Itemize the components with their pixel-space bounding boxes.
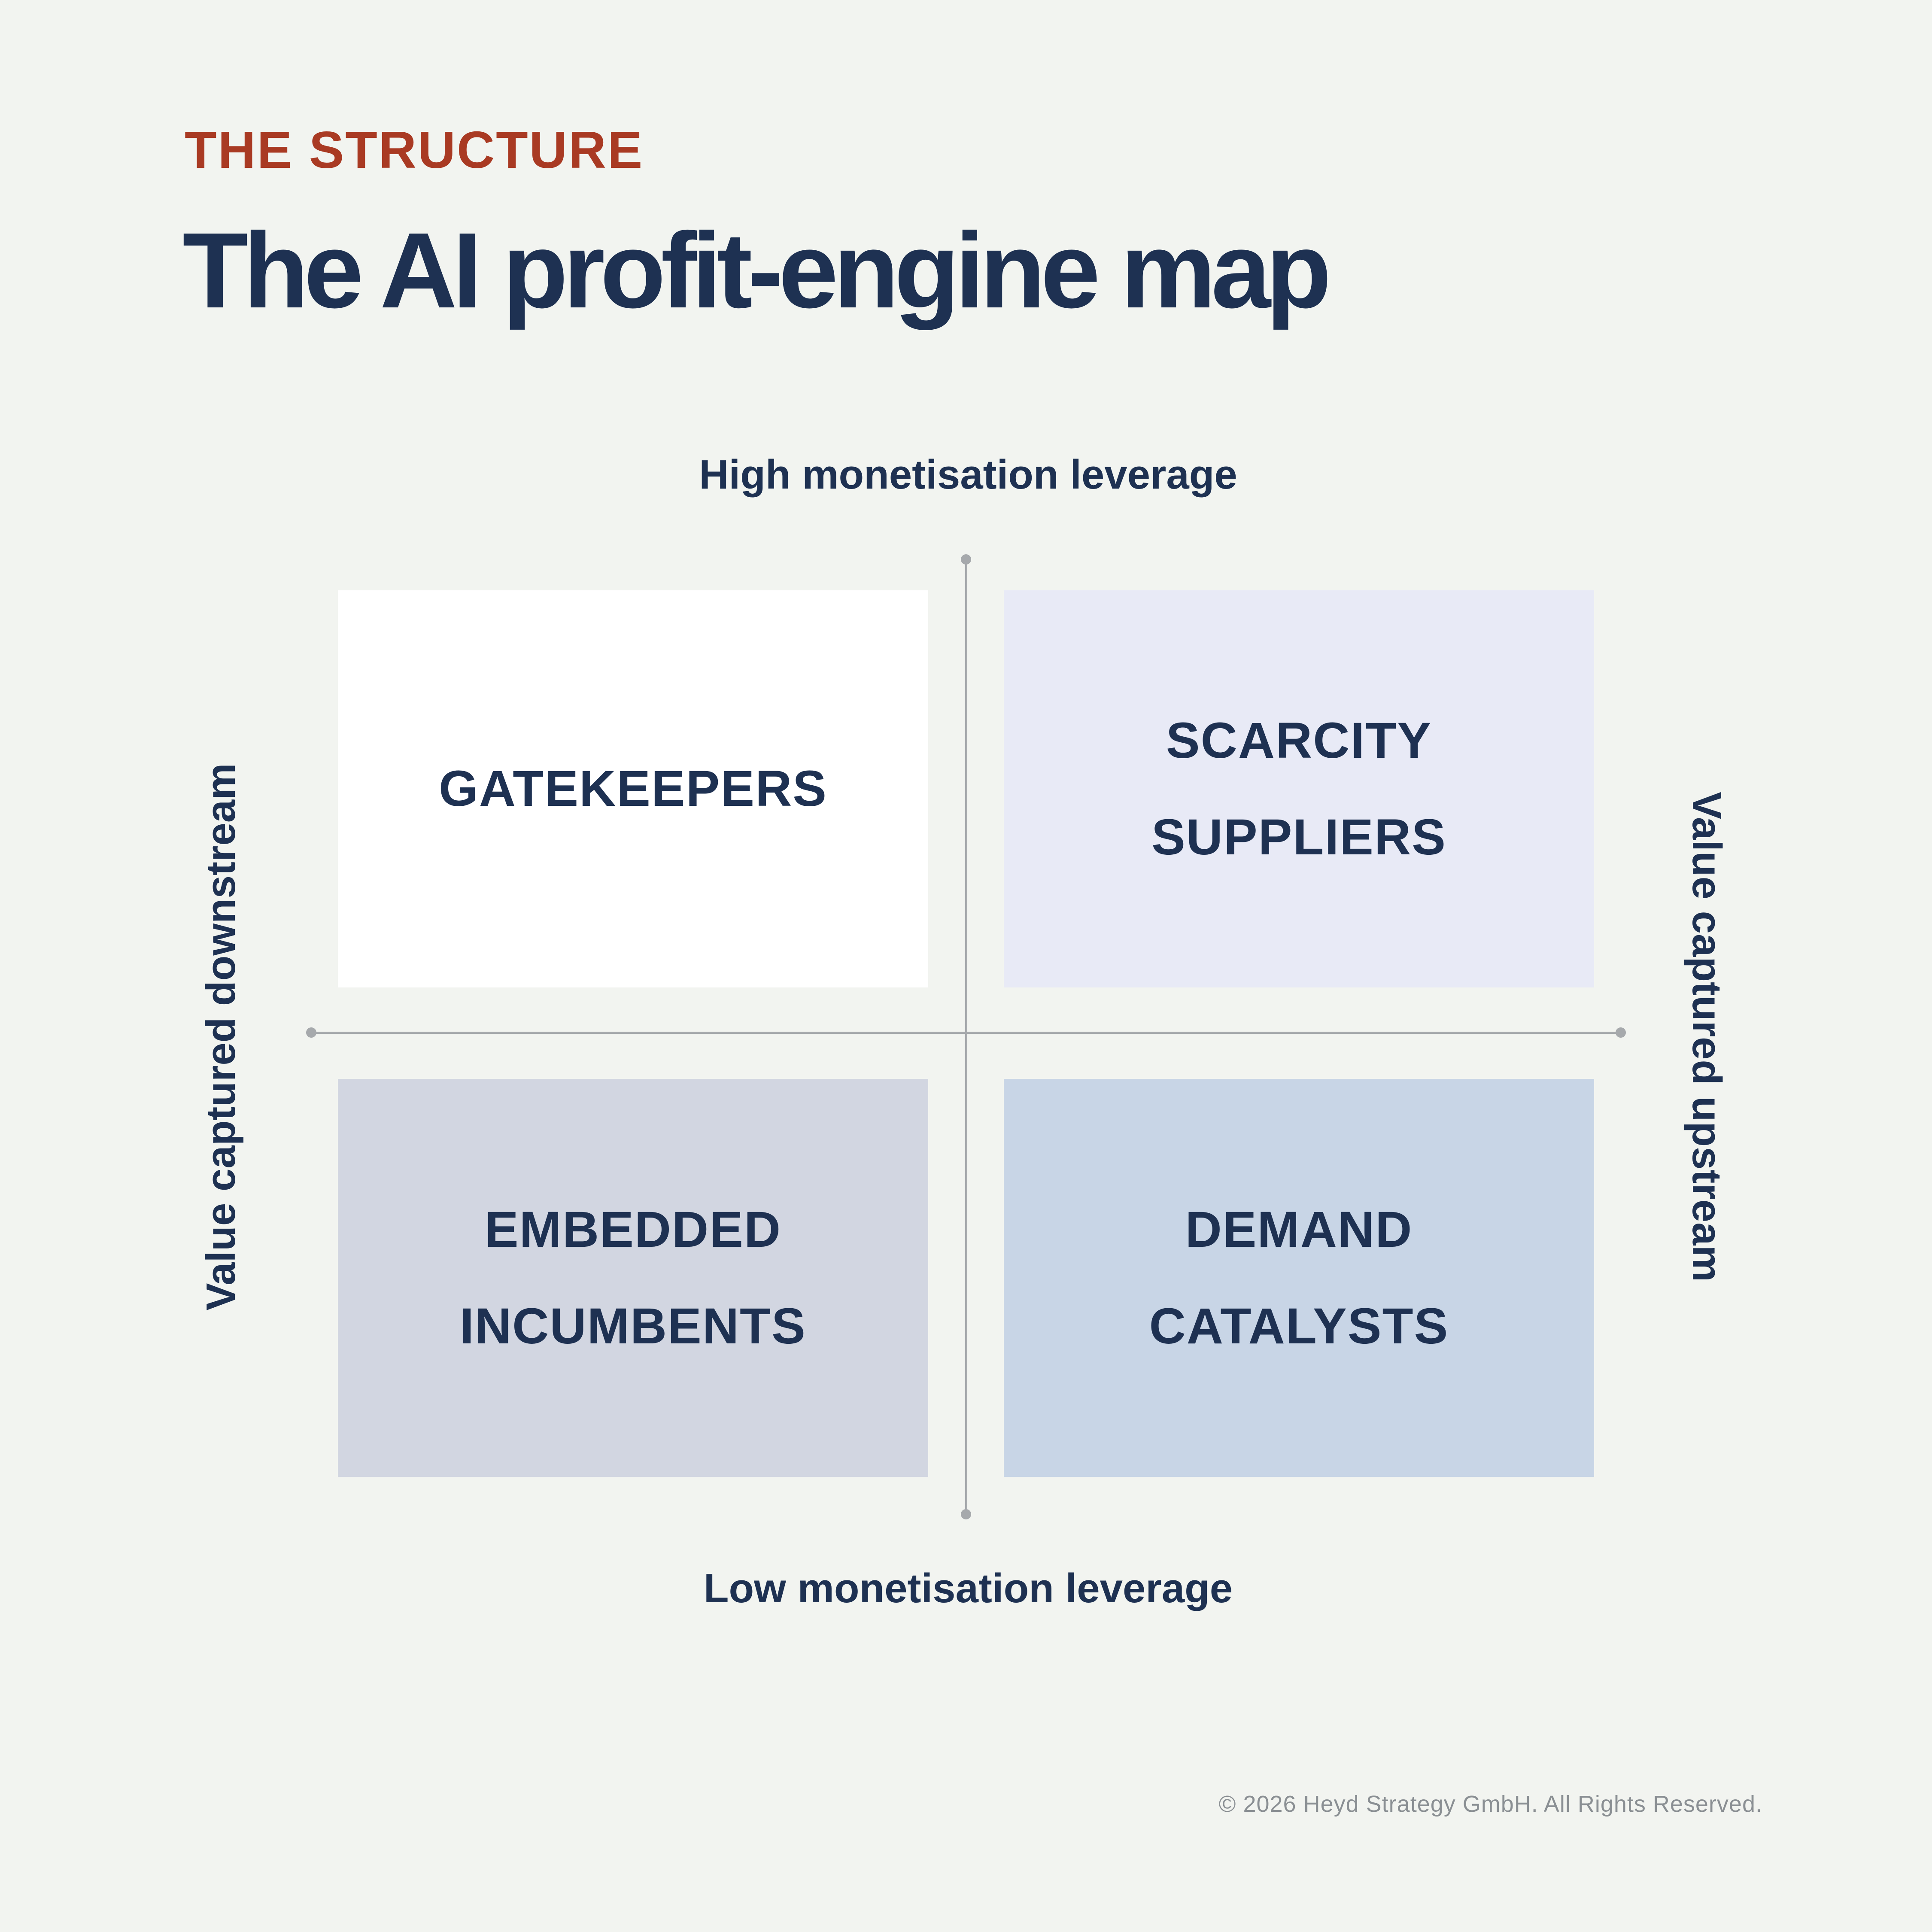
eyebrow-label: THE STRUCTURE [185,121,644,179]
axis-endpoint-dot [961,1509,971,1519]
quadrant-label: EMBEDDED INCUMBENTS [460,1201,806,1355]
quadrant-scarcity-suppliers: SCARCITY SUPPLIERS [1004,590,1594,987]
quadrant-label: DEMAND CATALYSTS [1149,1201,1449,1355]
axis-label-bottom: Low monetisation leverage [703,1565,1233,1611]
quadrant-embedded-incumbents: EMBEDDED INCUMBENTS [338,1079,928,1477]
axis-endpoint-dot [961,554,971,565]
axis-label-right: Value captured upstream [1684,792,1730,1282]
y-axis-line [965,559,967,1514]
quadrant-demand-catalysts: DEMAND CATALYSTS [1004,1079,1594,1477]
axis-endpoint-dot [1616,1027,1626,1038]
quadrant-gatekeepers: GATEKEEPERS [338,590,928,987]
quadrant-label: SCARCITY SUPPLIERS [1151,712,1446,866]
axis-endpoint-dot [306,1027,316,1038]
quadrant-label: GATEKEEPERS [439,760,827,817]
axis-label-top: High monetisation leverage [699,452,1237,498]
axis-label-left: Value captured downstream [198,763,244,1311]
footer-copyright: © 2026 Heyd Strategy GmbH. All Rights Re… [1218,1791,1762,1817]
page-title: The AI profit-engine map [182,210,1331,330]
